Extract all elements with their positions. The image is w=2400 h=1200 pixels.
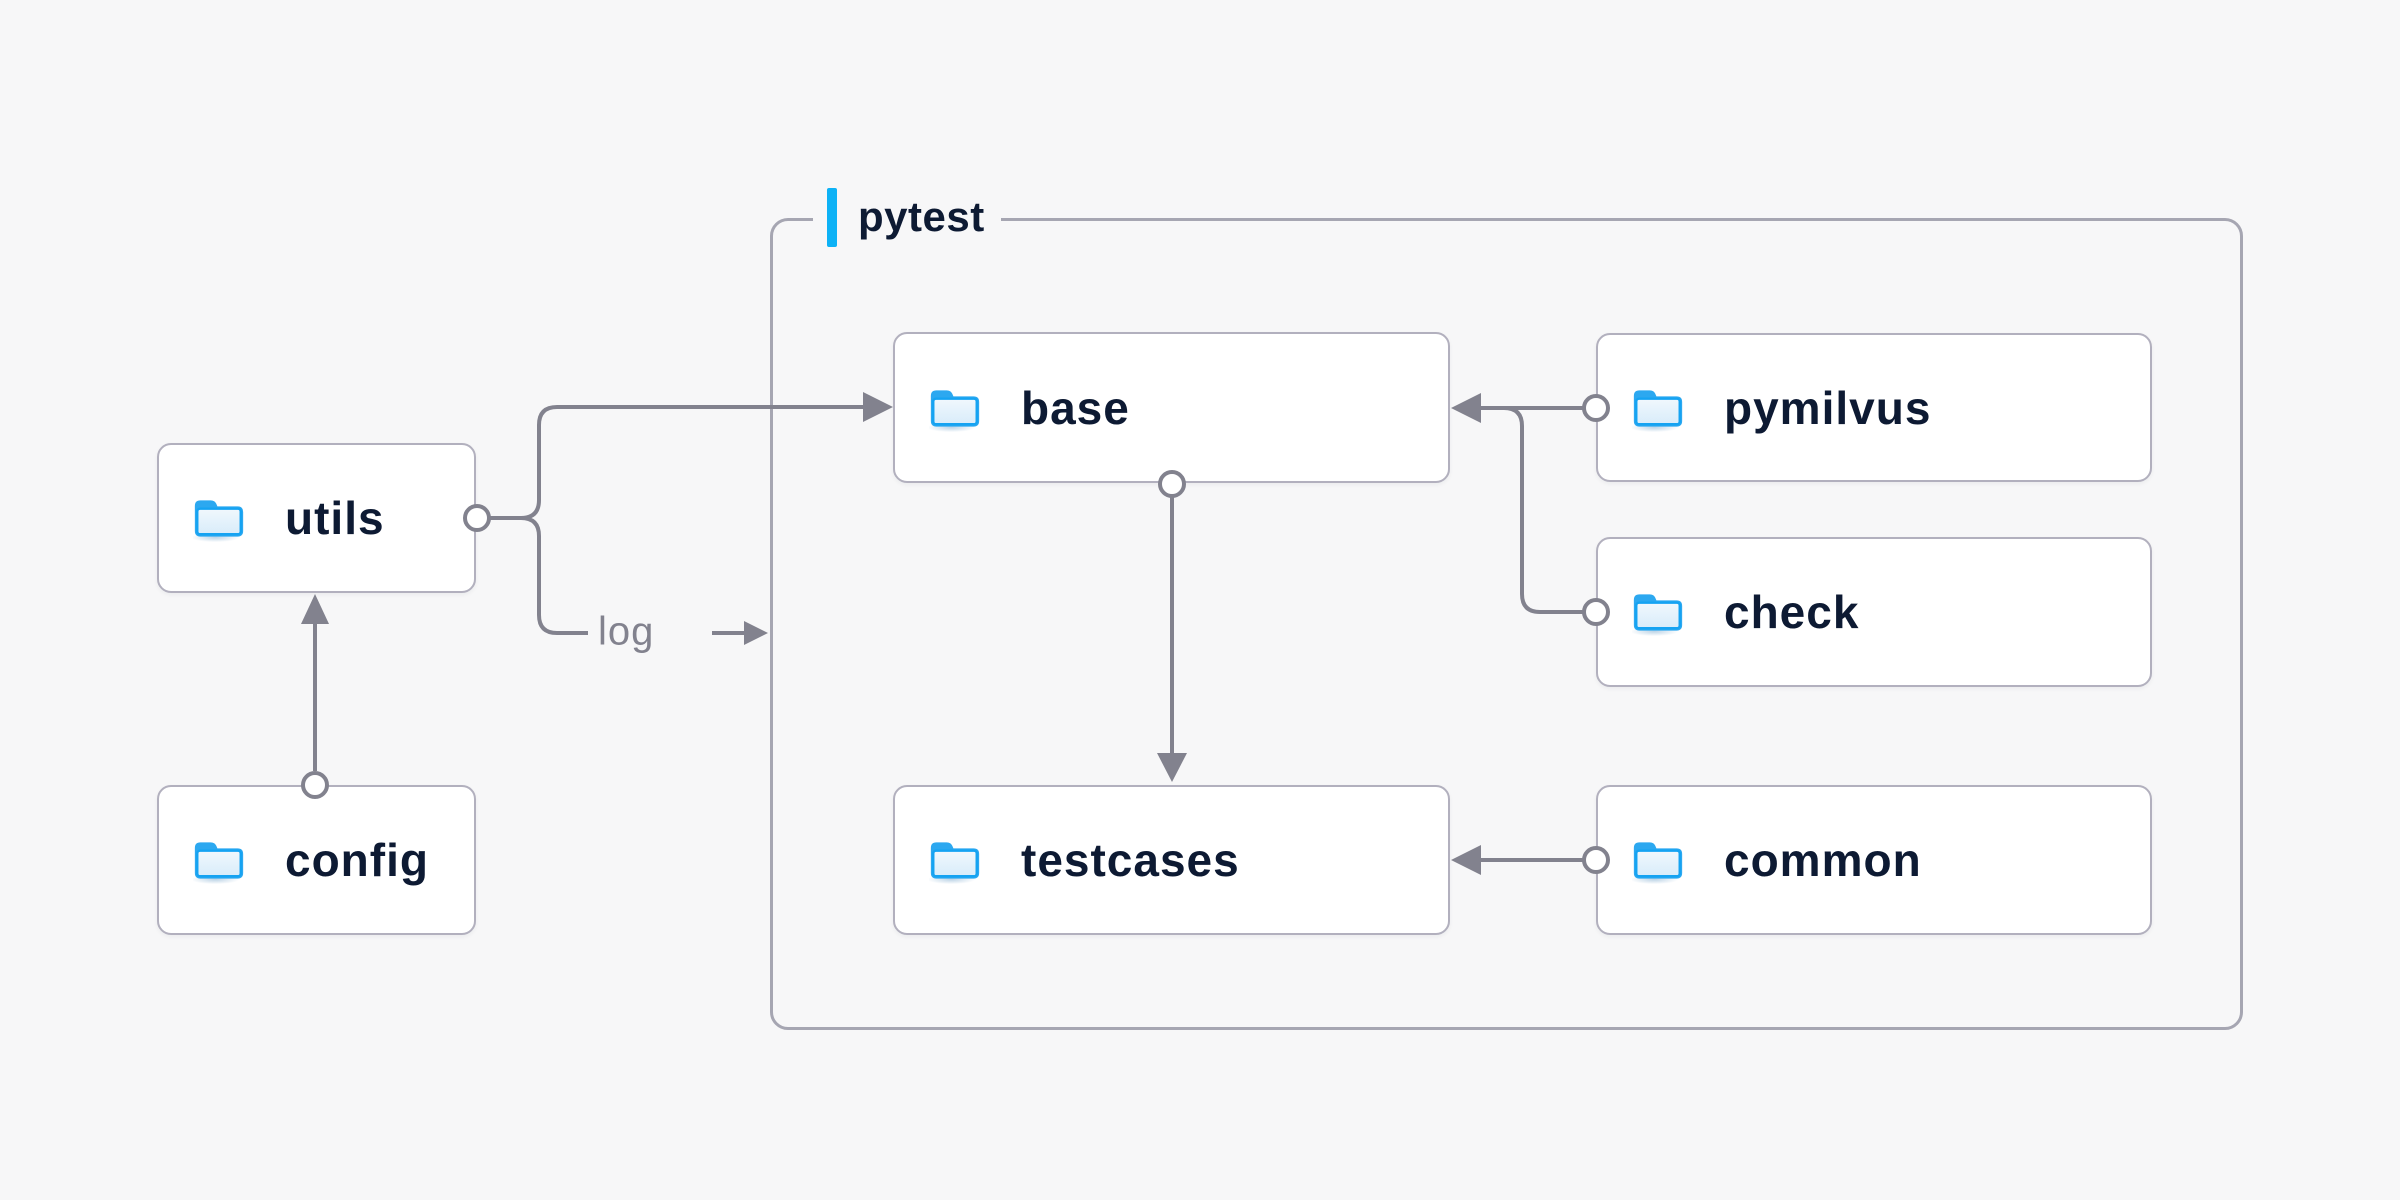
folder-icon bbox=[1632, 594, 1683, 637]
node-label: check bbox=[1724, 586, 1860, 638]
container-label-text: pytest bbox=[858, 193, 985, 240]
node-common: common bbox=[1596, 785, 2152, 935]
node-pymilvus: pymilvus bbox=[1596, 333, 2152, 482]
log-edge-label: log bbox=[598, 609, 655, 654]
node-label: common bbox=[1724, 834, 1922, 886]
folder-icon bbox=[193, 842, 244, 885]
node-label: config bbox=[285, 834, 429, 886]
folder-icon bbox=[1632, 389, 1683, 432]
node-testcases: testcases bbox=[893, 785, 1450, 935]
folder-icon bbox=[929, 842, 980, 885]
folder-icon bbox=[193, 500, 244, 543]
node-base: base bbox=[893, 332, 1450, 483]
node-check: check bbox=[1596, 537, 2152, 687]
arrowhead-up-utils bbox=[301, 594, 329, 624]
accent-bar bbox=[827, 187, 837, 247]
folder-icon bbox=[1632, 842, 1683, 885]
node-label: testcases bbox=[1021, 834, 1240, 886]
folder-icon bbox=[929, 389, 980, 432]
node-label: pymilvus bbox=[1724, 381, 1932, 434]
arrowhead-right-container bbox=[744, 621, 768, 645]
node-label: utils bbox=[285, 492, 385, 544]
node-config: config bbox=[157, 785, 476, 935]
pytest-container-label: pytest bbox=[813, 187, 1001, 247]
node-label: base bbox=[1021, 381, 1130, 434]
node-utils: utils bbox=[157, 443, 476, 593]
